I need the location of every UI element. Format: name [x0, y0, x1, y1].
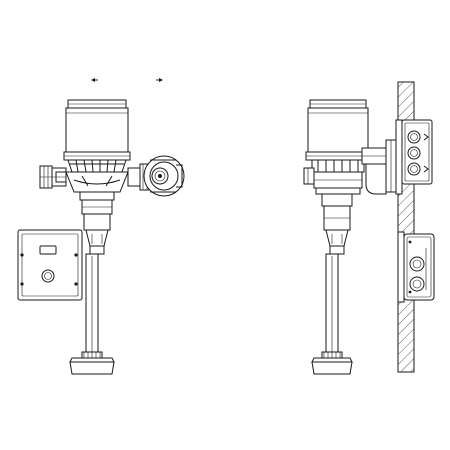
- side-lower-control-box: [397, 231, 435, 303]
- flush-pipe: [85, 253, 99, 357]
- spud-coupling: [69, 351, 115, 375]
- right-stop-fitting: [127, 155, 185, 197]
- right-arrow-marker: [156, 78, 163, 82]
- side-upper-junction-box: [401, 119, 433, 185]
- side-view: [303, 81, 435, 375]
- wall-control-box: [17, 229, 83, 301]
- vacuum-breaker-tube: [81, 199, 113, 255]
- valve-body: [65, 159, 129, 201]
- side-spud-coupling: [311, 351, 353, 375]
- side-flush-pipe: [325, 253, 339, 357]
- front-view: [17, 99, 185, 375]
- actuator-cover: [63, 99, 131, 161]
- side-actuator-cover: [305, 99, 371, 161]
- side-vacuum-breaker-tube: [321, 193, 353, 255]
- left-inlet-fitting: [39, 165, 67, 189]
- left-arrow-marker: [91, 78, 98, 82]
- side-valve-body: [303, 159, 365, 195]
